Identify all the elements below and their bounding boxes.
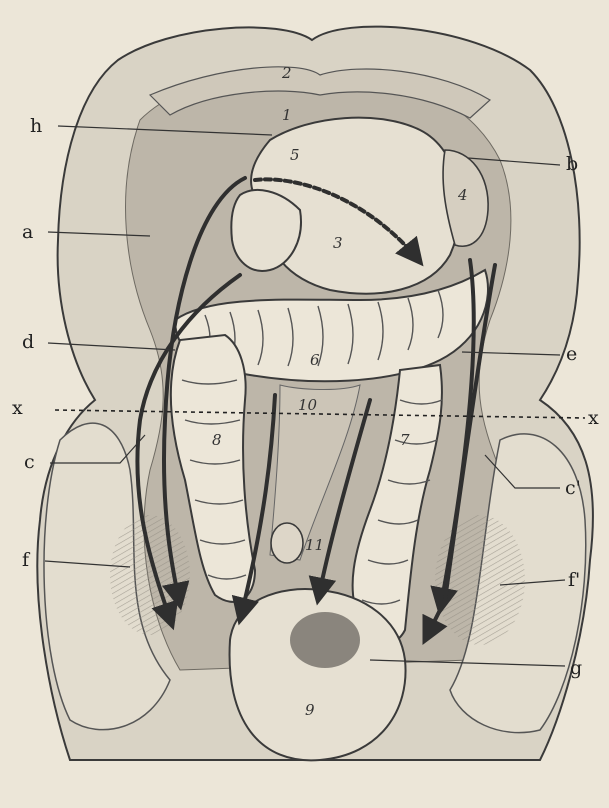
region-number-4: 4 xyxy=(457,186,468,204)
region-number-9: 9 xyxy=(305,701,315,719)
region-number-3: 3 xyxy=(333,234,343,252)
label-c-prime: c' xyxy=(565,477,581,499)
label-a: a xyxy=(22,221,33,243)
region-number-5: 5 xyxy=(290,146,300,164)
region-number-11: 11 xyxy=(305,536,324,554)
label-x-left: x xyxy=(12,397,23,419)
region-number-10: 10 xyxy=(298,396,318,414)
label-f-prime: f' xyxy=(568,569,580,591)
region-number-2: 2 xyxy=(281,64,292,82)
label-d: d xyxy=(22,331,34,353)
left-iliac-fossa-hatch xyxy=(110,515,190,635)
region-number-7: 7 xyxy=(400,431,410,449)
label-b: b xyxy=(566,153,578,175)
label-e: e xyxy=(566,343,577,365)
region-number-6: 6 xyxy=(310,351,320,369)
label-g: g xyxy=(570,657,582,679)
region-number-1: 1 xyxy=(282,106,292,124)
label-x-right: x xyxy=(588,407,599,429)
pelvic-pouch-dark-spot xyxy=(290,612,360,668)
ileal-loop xyxy=(271,523,303,563)
region-number-8: 8 xyxy=(212,431,222,449)
label-h: h xyxy=(30,115,42,137)
label-c: c xyxy=(24,451,35,473)
